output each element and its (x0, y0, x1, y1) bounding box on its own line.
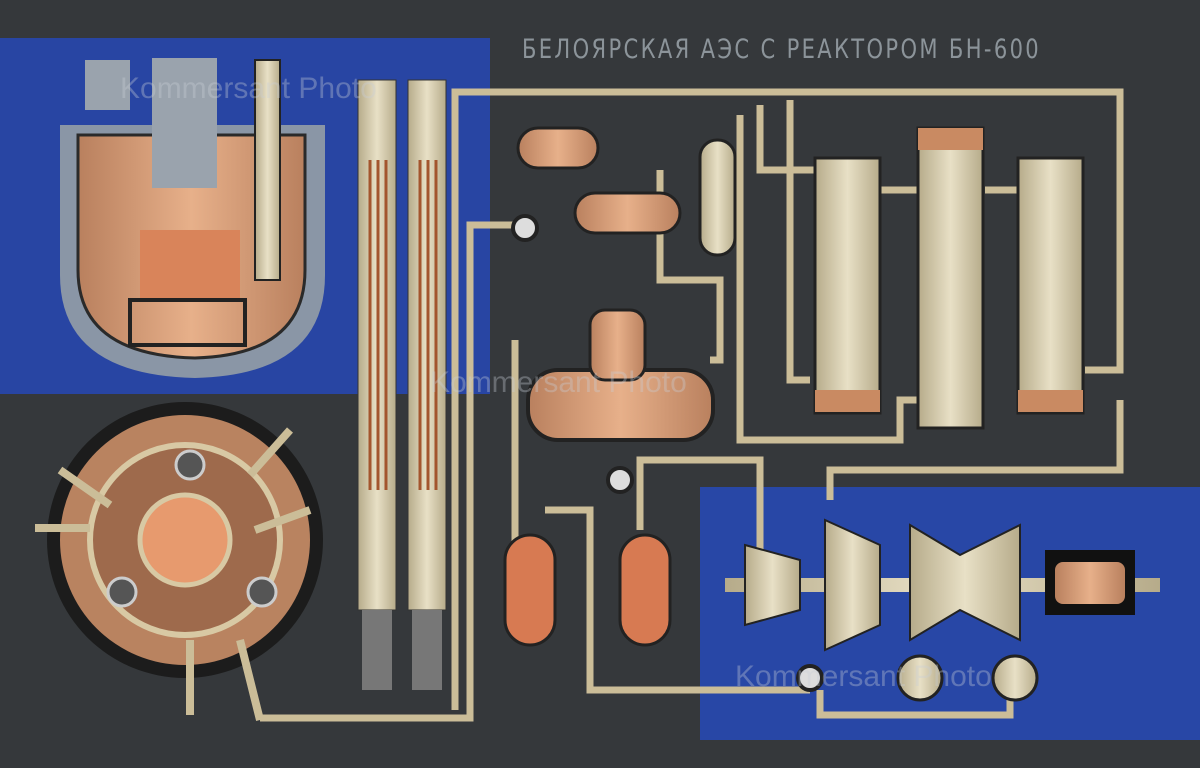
fuel-assemblies (357, 79, 447, 690)
reactor-core-section (35, 402, 323, 721)
watermark: Kommersant Photo (430, 366, 687, 399)
panel-title: БЕЛОЯРСКАЯ АЭС С РЕАКТОРОМ БН-600 (522, 34, 1042, 65)
reactor-vessel (60, 58, 325, 378)
watermark: Kommersant Photo (735, 660, 992, 693)
watermark: Kommersant Photo (120, 72, 377, 105)
pipework (260, 88, 1124, 722)
vessels (503, 126, 737, 647)
turbine-generator (725, 518, 1160, 702)
steam-generators (813, 126, 1085, 430)
